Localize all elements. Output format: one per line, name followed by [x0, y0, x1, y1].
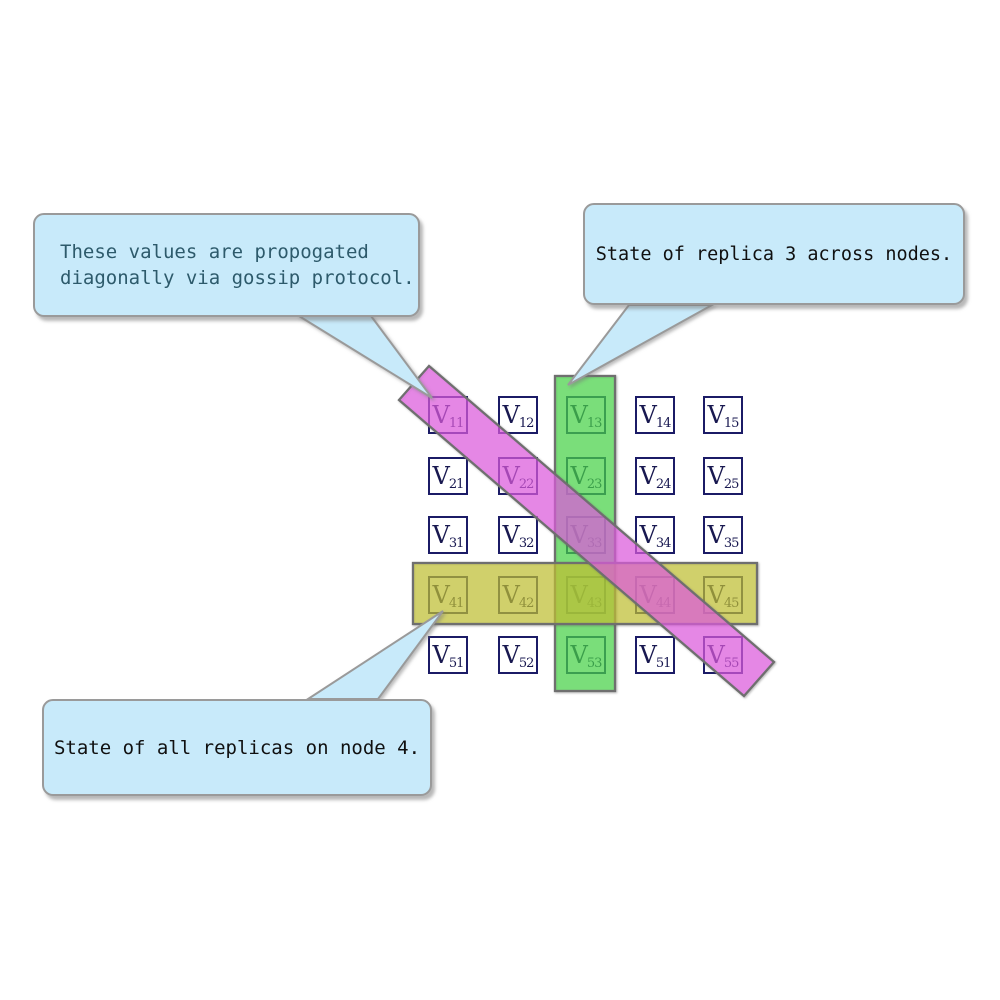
cell-symbol: V [570, 521, 588, 549]
cell-subscript: 52 [518, 655, 535, 671]
callout-gossip-line1: These values are propogated [60, 241, 369, 263]
cell-subscript: 44 [655, 595, 672, 611]
callout-node4: State of all replicas on node 4. [42, 699, 432, 796]
cell-symbol: V [502, 581, 520, 609]
cell-symbol: V [639, 641, 657, 669]
cell-subscript: 51 [655, 655, 672, 671]
cell-symbol: V [707, 521, 725, 549]
cell-subscript: 12 [518, 415, 535, 431]
cell-subscript: 34 [655, 535, 672, 551]
callout-tail-gossip [295, 315, 433, 399]
callout-tail-replica3 [567, 304, 716, 386]
cell-symbol: V [432, 581, 450, 609]
callout-replica3: State of replica 3 across nodes. [583, 203, 965, 305]
cell-subscript: 42 [518, 595, 535, 611]
cell-symbol: V [502, 462, 520, 490]
cell-subscript: 11 [448, 415, 465, 431]
callout-tail-node4 [304, 610, 444, 700]
cell-symbol: V [639, 521, 657, 549]
cell-symbol: V [707, 401, 725, 429]
cell-subscript: 21 [448, 476, 465, 492]
cell-symbol: V [432, 641, 450, 669]
cell-subscript: 51 [448, 655, 465, 671]
cell-subscript: 55 [723, 655, 740, 671]
cell-symbol: V [570, 462, 588, 490]
cell-symbol: V [707, 641, 725, 669]
cell-symbol: V [639, 581, 657, 609]
cell-symbol: V [502, 401, 520, 429]
cell-subscript: 31 [448, 535, 465, 551]
cell-subscript: 25 [723, 476, 740, 492]
cell-subscript: 15 [723, 415, 740, 431]
cell-symbol: V [502, 641, 520, 669]
cell-symbol: V [707, 581, 725, 609]
cell-symbol: V [570, 581, 588, 609]
cell-symbol: V [707, 462, 725, 490]
cell-subscript: 32 [518, 535, 535, 551]
cell-symbol: V [639, 401, 657, 429]
cell-subscript: 35 [723, 535, 740, 551]
cell-symbol: V [570, 641, 588, 669]
cell-symbol: V [639, 462, 657, 490]
cell-subscript: 23 [586, 476, 603, 492]
cell-subscript: 24 [655, 476, 672, 492]
cell-subscript: 13 [586, 415, 603, 431]
callout-replica3-text: State of replica 3 across nodes. [595, 243, 953, 265]
cell-symbol: V [432, 462, 450, 490]
cell-symbol: V [502, 521, 520, 549]
cell-symbol: V [432, 521, 450, 549]
cell-subscript: 45 [723, 595, 740, 611]
callout-gossip: These values are propogated diagonally v… [33, 213, 420, 317]
cell-symbol: V [570, 401, 588, 429]
cell-symbol: V [432, 401, 450, 429]
callout-node4-text: State of all replicas on node 4. [53, 736, 421, 759]
callout-gossip-line2: diagonally via gossip protocol. [60, 267, 415, 289]
cell-subscript: 14 [655, 415, 672, 431]
cell-subscript: 22 [518, 476, 535, 492]
cell-subscript: 43 [586, 595, 603, 611]
cell-subscript: 33 [586, 535, 603, 551]
cell-subscript: 53 [586, 655, 603, 671]
cell-subscript: 41 [448, 595, 465, 611]
